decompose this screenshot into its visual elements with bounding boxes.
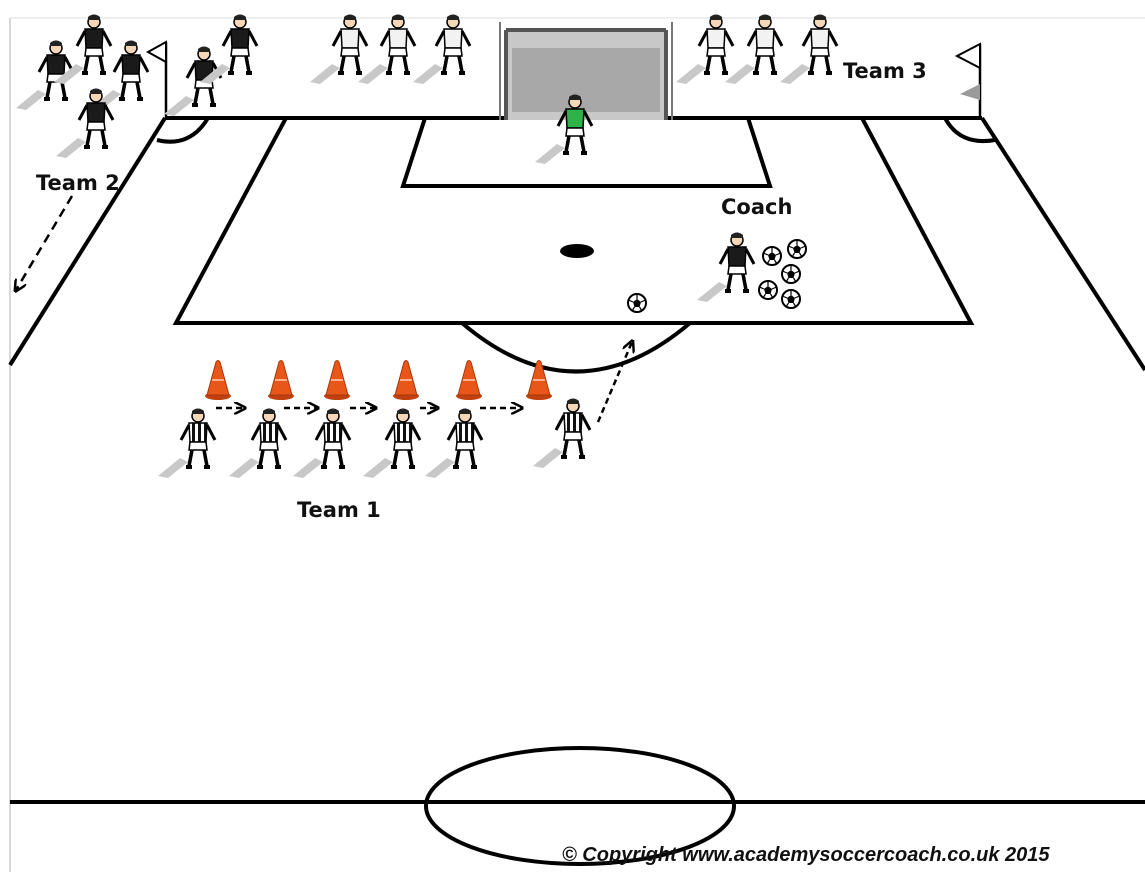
left-touchline — [8, 116, 167, 367]
soccer-ball-icon — [758, 280, 778, 300]
corner-flag-icon — [145, 40, 168, 118]
soccer-ball-icon — [787, 239, 807, 259]
six-yard-box — [400, 117, 773, 188]
team2-label: Team 2 — [36, 171, 120, 195]
soccer-ball-icon — [781, 264, 801, 284]
soccer-ball-icon — [781, 289, 801, 309]
corner-flag-icon — [954, 42, 982, 118]
team3-label: Team 3 — [843, 59, 927, 83]
penalty-arc — [460, 321, 692, 374]
goal — [499, 22, 673, 120]
team2-run-arrow — [16, 195, 74, 290]
penalty-area — [172, 117, 975, 325]
soccer-ball-icon — [627, 293, 647, 313]
team1-run-arrows — [216, 342, 632, 423]
coach-label: Coach — [721, 195, 792, 219]
centre-circle — [424, 746, 736, 866]
corner-arc-left — [156, 116, 210, 144]
right-touchline — [980, 116, 1145, 372]
team1-label: Team 1 — [297, 498, 381, 522]
copyright-notice: © Copyright www.academysoccercoach.co.uk… — [562, 844, 1050, 866]
soccer-ball-icon — [762, 246, 782, 266]
penalty-spot — [560, 244, 594, 258]
corner-arc-right — [943, 116, 996, 143]
